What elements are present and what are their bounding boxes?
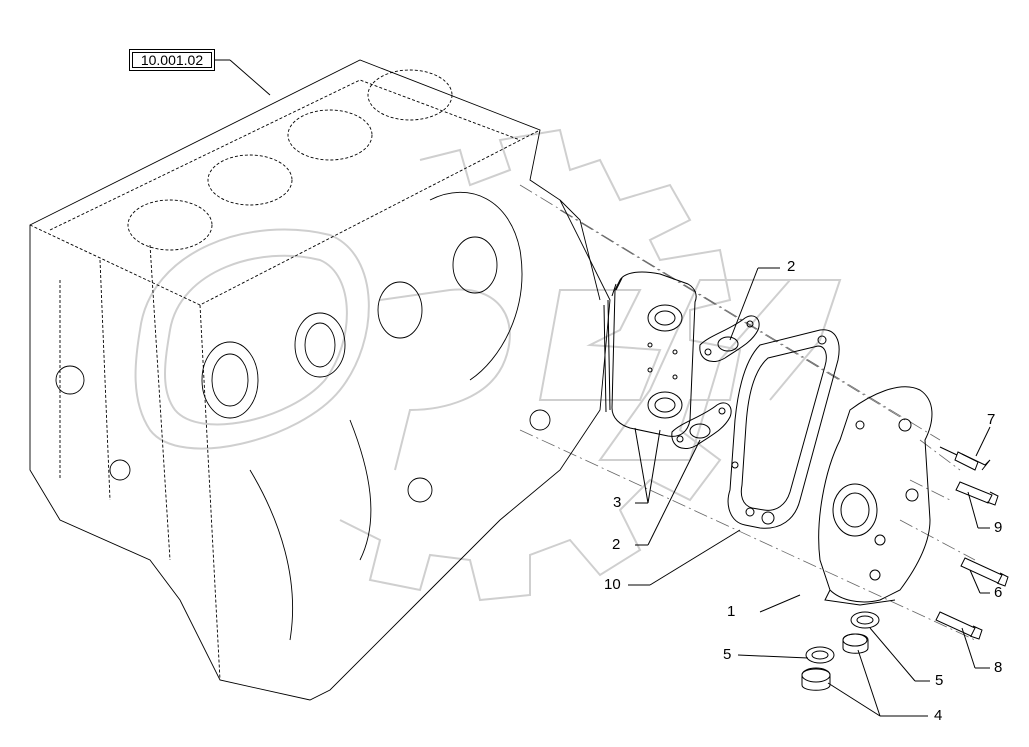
small-gaskets bbox=[671, 315, 760, 449]
large-gasket bbox=[727, 329, 840, 529]
reference-box[interactable]: 10.001.02 bbox=[129, 49, 215, 71]
callout-1: 1 bbox=[727, 603, 736, 620]
callout-4: 4 bbox=[934, 707, 943, 724]
callout-10: 10 bbox=[604, 576, 621, 593]
callout-6: 6 bbox=[994, 584, 1003, 601]
callout-5-left: 5 bbox=[723, 646, 732, 663]
engine-block bbox=[29, 59, 611, 701]
callout-9: 9 bbox=[994, 519, 1003, 536]
callout-3: 3 bbox=[613, 494, 622, 511]
callout-2-top: 2 bbox=[787, 258, 796, 275]
bolts bbox=[935, 446, 1009, 640]
leader-lines bbox=[215, 59, 991, 717]
callout-8: 8 bbox=[994, 659, 1003, 676]
callout-7: 7 bbox=[987, 411, 996, 428]
cover-plate bbox=[818, 386, 933, 606]
callout-2-bottom: 2 bbox=[612, 536, 621, 553]
seals-and-plugs bbox=[801, 611, 880, 691]
oil-cooler bbox=[603, 271, 697, 437]
callout-5-right: 5 bbox=[935, 672, 944, 689]
